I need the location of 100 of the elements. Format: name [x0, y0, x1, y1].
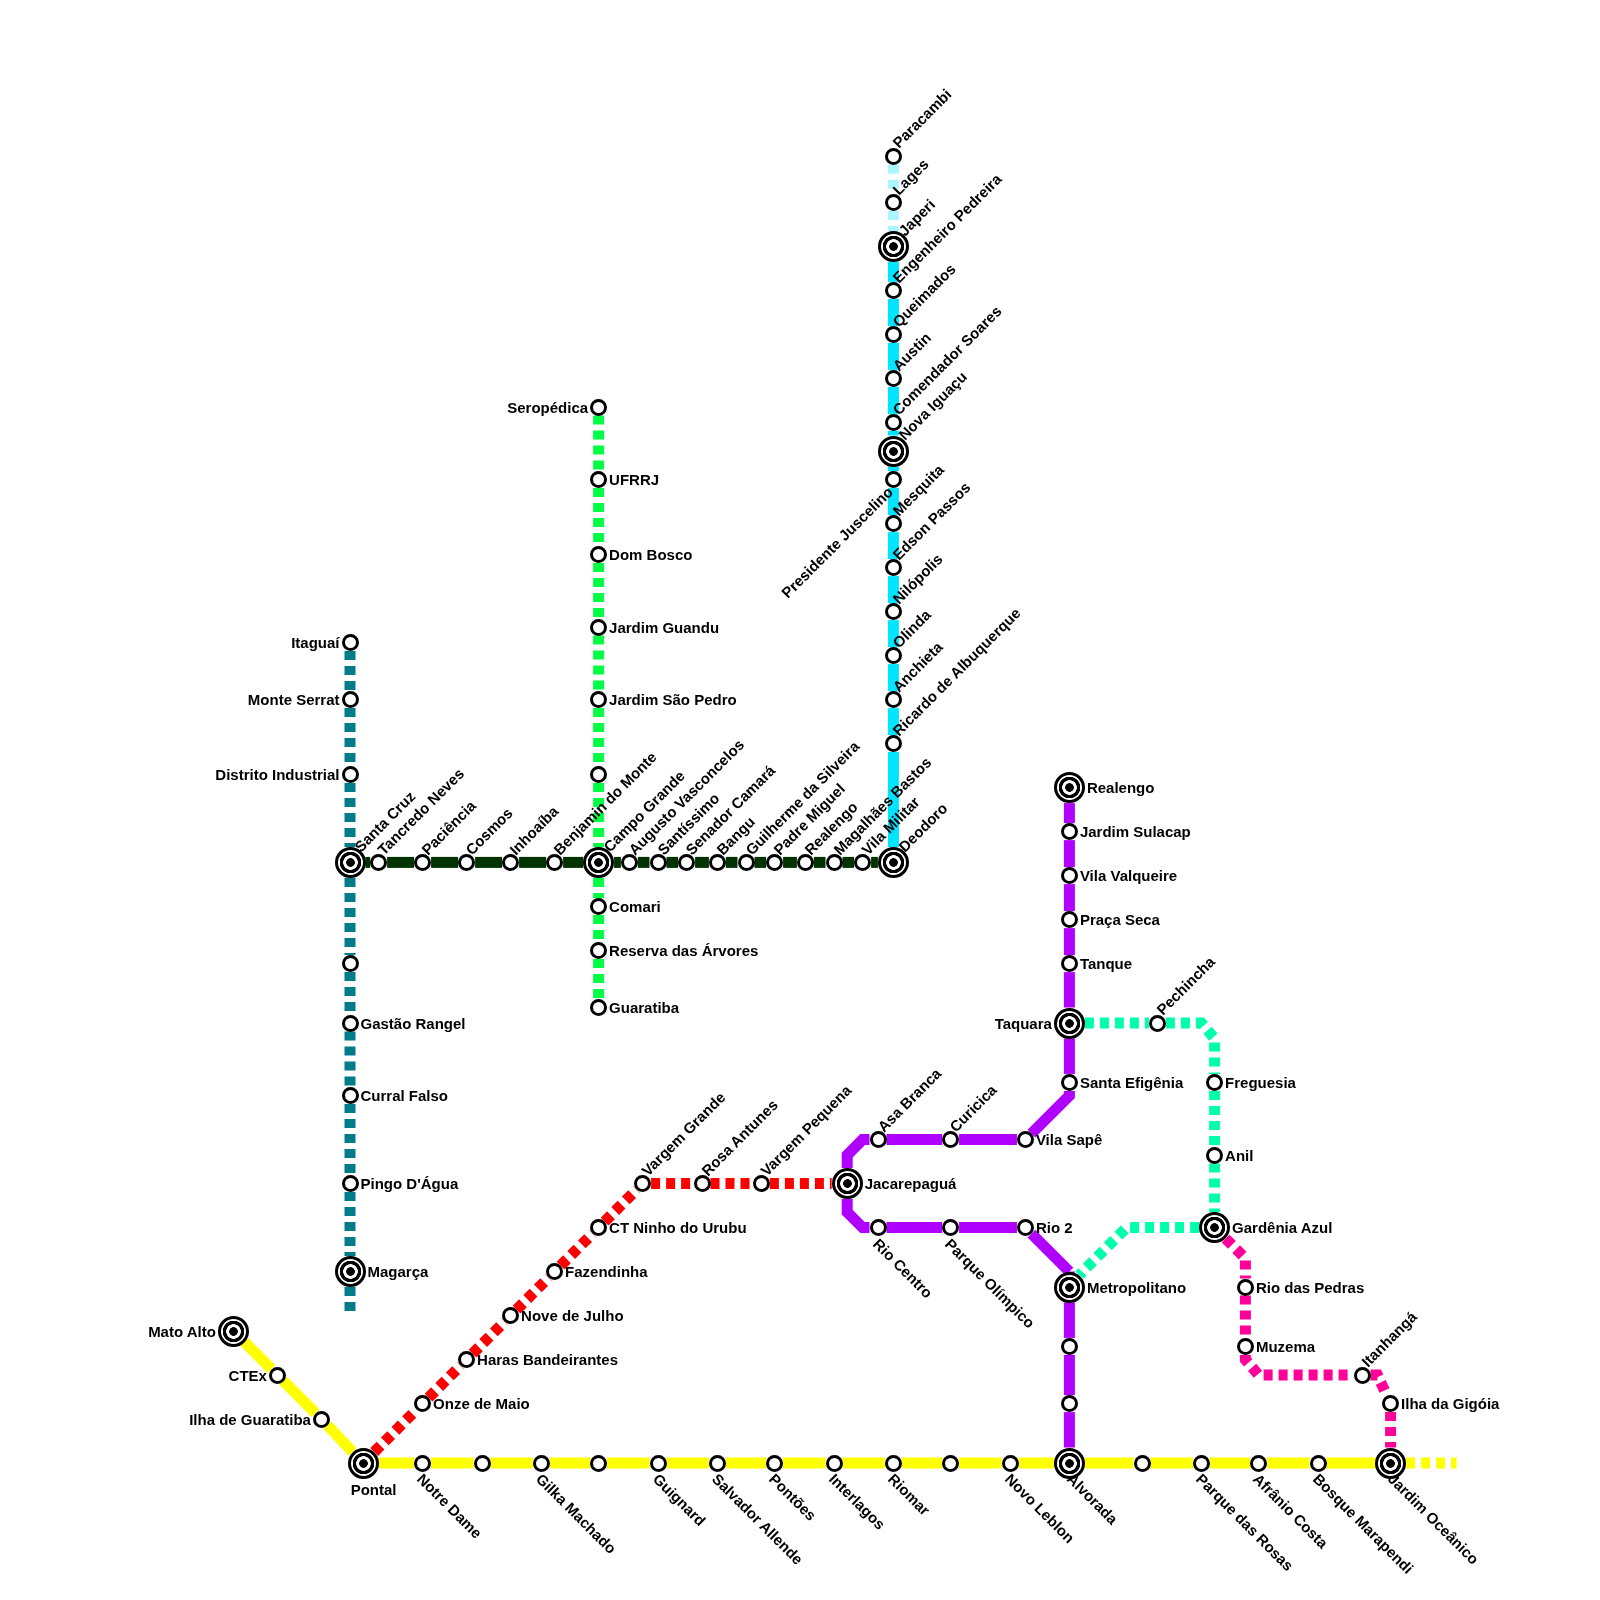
- station-name: UFRRJ: [609, 471, 660, 489]
- station-name: Jardim Sulacap: [1079, 823, 1191, 841]
- rail-line: [490, 1457, 533, 1469]
- rail-line: [725, 856, 738, 868]
- rail-line: [475, 856, 503, 868]
- rail-line: [344, 877, 356, 956]
- station-name: Ilha da Gigóia: [1401, 1395, 1500, 1413]
- station-marker: [1060, 1395, 1078, 1413]
- station-name: Reserva das Árvores: [609, 941, 759, 959]
- rail-line: [431, 1457, 474, 1469]
- station-marker: [590, 765, 608, 783]
- rail-line: [344, 1031, 356, 1088]
- rail-line: [593, 958, 605, 1000]
- rail-line: [323, 1421, 357, 1456]
- station-name: Rio das Pedras: [1255, 1278, 1365, 1296]
- station-marker: [1060, 1337, 1078, 1355]
- station-name: Curral Falso: [360, 1087, 449, 1105]
- rail-line: [769, 1178, 832, 1190]
- rail-line: [1075, 1222, 1200, 1279]
- rail-line: [512, 1273, 553, 1314]
- rail-line: [1063, 884, 1075, 912]
- station-marker: [942, 1454, 960, 1472]
- rail-line: [1063, 1038, 1075, 1074]
- rail-line: [1209, 1163, 1221, 1213]
- rail-line: [887, 261, 899, 282]
- rail-line: [887, 430, 899, 436]
- rail-line: [887, 386, 899, 414]
- rail-line: [887, 752, 899, 847]
- rail-line: [783, 1457, 826, 1469]
- rail-line: [1406, 1457, 1457, 1469]
- station-name: Magarça: [367, 1263, 429, 1281]
- station-name: Metropolitano: [1086, 1278, 1187, 1296]
- station-marker: [473, 1454, 491, 1472]
- rail-line: [1150, 1457, 1193, 1469]
- rail-line: [887, 708, 899, 736]
- rail-line: [887, 298, 899, 326]
- rail-line: [1063, 803, 1075, 824]
- rail-line: [887, 488, 899, 516]
- rail-line: [593, 415, 605, 472]
- station-name: Tanque: [1079, 955, 1133, 973]
- rail-line: [1239, 1295, 1251, 1338]
- rail-line: [754, 856, 767, 868]
- rail-line: [1165, 1017, 1221, 1074]
- rail-line: [887, 210, 899, 231]
- rail-line: [959, 1134, 1017, 1146]
- rail-line: [607, 1457, 650, 1469]
- rail-line: [600, 1185, 641, 1226]
- rail-line: [1209, 1457, 1251, 1469]
- rail-line: [468, 1317, 509, 1358]
- rail-line: [424, 1361, 465, 1402]
- station-name: Guaratiba: [609, 999, 680, 1017]
- rail-line: [695, 856, 709, 868]
- rail-line: [519, 856, 547, 868]
- rail-line: [614, 856, 621, 868]
- station-name: Haras Bandeirantes: [477, 1351, 618, 1369]
- station-name: Monte Serrat: [247, 691, 340, 709]
- rail-line: [593, 914, 605, 942]
- station-name: Distrito Industrial: [215, 765, 340, 783]
- rail-line: [1385, 1412, 1397, 1448]
- rail-line: [1221, 1234, 1251, 1279]
- rail-line: [887, 664, 899, 692]
- rail-line: [1326, 1457, 1376, 1469]
- station-name: Comari: [609, 897, 661, 915]
- station-marker: [341, 955, 359, 973]
- station-name: Vila Sapê: [1035, 1131, 1103, 1149]
- station-name: Onze de Maio: [433, 1395, 530, 1413]
- rail-line: [387, 856, 415, 868]
- rail-line: [1063, 1412, 1075, 1448]
- station-name: Jardim São Pedro: [609, 691, 737, 709]
- rail-line: [344, 1104, 356, 1176]
- rail-line: [1018, 1457, 1054, 1469]
- rail-line: [549, 1457, 591, 1469]
- rail-line: [813, 856, 826, 868]
- rail-line: [959, 1457, 1002, 1469]
- rail-line: [593, 635, 605, 692]
- rail-line: [959, 1222, 1017, 1234]
- station-name: Nove de Julho: [521, 1307, 624, 1325]
- station-name: Rio 2: [1035, 1219, 1073, 1237]
- rail-line: [841, 1134, 870, 1169]
- rail-line: [556, 1229, 597, 1270]
- rail-line: [593, 782, 605, 847]
- rail-line: [1063, 1354, 1075, 1396]
- station-name: Gardênia Azul: [1232, 1219, 1333, 1237]
- rail-line: [841, 1199, 870, 1234]
- rail-line: [1063, 928, 1075, 956]
- station-name: CT Ninho do Urubu: [609, 1219, 747, 1237]
- rail-line: [1063, 1302, 1075, 1338]
- rail-line: [1084, 1457, 1134, 1469]
- station-name: Seropédica: [507, 398, 589, 416]
- rail-line: [710, 1178, 753, 1190]
- station-name: Muzema: [1255, 1337, 1316, 1355]
- station-name: Gastão Rangel: [360, 1014, 466, 1032]
- rail-line: [1063, 840, 1075, 868]
- rail-line: [886, 1222, 943, 1234]
- station-name: Santa Efigênia: [1079, 1073, 1184, 1091]
- rail-line: [901, 1457, 943, 1469]
- rail-line: [871, 856, 878, 868]
- rail-line: [563, 856, 584, 868]
- rail-line: [1084, 1017, 1149, 1029]
- station-name: Dom Bosco: [609, 545, 693, 563]
